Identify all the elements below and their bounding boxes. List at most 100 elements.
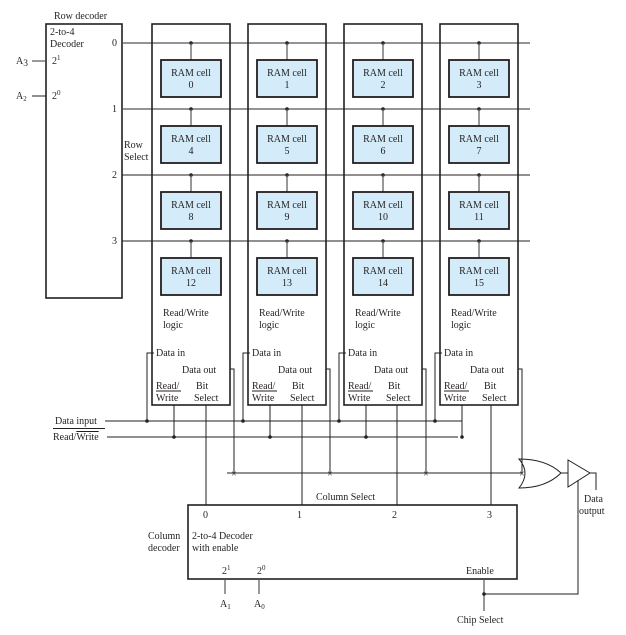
ram-cell-label: RAM cell xyxy=(171,68,211,79)
row-output-1: 1 xyxy=(112,104,117,115)
ram-cell xyxy=(352,191,414,230)
column-output-3: 3 xyxy=(487,510,492,521)
chip-select-junction xyxy=(482,592,486,596)
ram-cell-label: RAM cell xyxy=(171,134,211,145)
rw-logic-title-2: logic xyxy=(451,320,472,331)
data-output-wire xyxy=(590,472,597,490)
rw-logic-title-2: logic xyxy=(163,320,184,331)
ram-cell-index: 1 xyxy=(285,80,290,91)
row-select-label-1: Row xyxy=(124,140,144,151)
ram-cell xyxy=(256,59,318,98)
connection-x-mark: × xyxy=(327,469,333,480)
column-output-2: 2 xyxy=(392,510,397,521)
column-select-label: Column Select xyxy=(316,492,375,503)
read-write-label: Read/Write xyxy=(53,432,99,443)
ram-cell-index: 4 xyxy=(189,146,194,157)
row-select-label-2: Select xyxy=(124,152,149,163)
address-a0-label: A0 xyxy=(254,599,265,611)
ram-cell-index: 10 xyxy=(378,212,388,223)
ram-cell-label: RAM cell xyxy=(363,68,403,79)
rw-logic-title-2: logic xyxy=(355,320,376,331)
data-in-label: Data in xyxy=(156,348,185,359)
column-output-1: 1 xyxy=(297,510,302,521)
column-decoder-caption-1: Column xyxy=(148,531,180,542)
bit-label: Bit xyxy=(292,381,304,392)
ram-cell xyxy=(448,257,510,296)
data-in-wire xyxy=(242,352,250,421)
read-label: Read/ xyxy=(348,381,372,392)
row-decoder-title-2: Decoder xyxy=(50,39,85,50)
ram-cell xyxy=(160,191,222,230)
data-in-wire xyxy=(146,352,154,421)
ram-cell-index: 7 xyxy=(477,146,482,157)
ram-cell xyxy=(256,191,318,230)
data-out-wire xyxy=(422,368,427,473)
ram-cell-label: RAM cell xyxy=(267,134,307,145)
ram-cell-label: RAM cell xyxy=(171,266,211,277)
ram-cell-index: 12 xyxy=(186,278,196,289)
connection-x-mark: × xyxy=(519,469,525,480)
row-decoder-box xyxy=(45,23,123,299)
row-decoder-caption: Row decoder xyxy=(54,11,108,22)
ram-cell xyxy=(256,257,318,296)
or-gate-icon xyxy=(517,458,562,489)
data-in-label: Data in xyxy=(252,348,281,359)
select-label: Select xyxy=(386,393,411,404)
ram-cell-index: 13 xyxy=(282,278,292,289)
rw-logic-title-1: Read/Write xyxy=(355,308,401,319)
chip-select-label: Chip Select xyxy=(457,615,504,626)
rw-logic-title-1: Read/Write xyxy=(259,308,305,319)
row-output-3: 3 xyxy=(112,236,117,247)
column-outline xyxy=(247,23,327,406)
connection-x-mark: × xyxy=(423,469,429,480)
data-out-wire xyxy=(518,368,523,473)
row-decoder: Row decoder 2-to-4 Decoder A3 A2 21 20 0… xyxy=(16,11,149,299)
select-label: Select xyxy=(482,393,507,404)
ram-cell xyxy=(352,59,414,98)
ram-cell-label: RAM cell xyxy=(459,134,499,145)
read-label: Read/ xyxy=(444,381,468,392)
rw-logic-title-2: logic xyxy=(259,320,280,331)
ram-cell-label: RAM cell xyxy=(459,266,499,277)
column-output-0: 0 xyxy=(203,510,208,521)
column-outline xyxy=(343,23,423,406)
ram-cell-index: 6 xyxy=(381,146,386,157)
data-out-label: Data out xyxy=(278,365,312,376)
data-out-wire xyxy=(326,368,331,473)
ram-cell xyxy=(448,191,510,230)
ram-cell xyxy=(448,59,510,98)
data-out-wire xyxy=(230,368,235,473)
row-output-2: 2 xyxy=(112,170,117,181)
ram-cell-index: 2 xyxy=(381,80,386,91)
ram-cell xyxy=(160,59,222,98)
select-label: Select xyxy=(290,393,315,404)
ram-cell-index: 3 xyxy=(477,80,482,91)
rw-junction xyxy=(460,435,464,439)
ram-cell-label: RAM cell xyxy=(267,200,307,211)
ram-cell-label: RAM cell xyxy=(267,68,307,79)
ram-cell-label: RAM cell xyxy=(459,200,499,211)
ram-cell-label: RAM cell xyxy=(171,200,211,211)
control-buses: Data input Read/Write xyxy=(53,416,462,443)
rw-logic-title-1: Read/Write xyxy=(163,308,209,319)
row-decoder-input-low: 20 xyxy=(52,89,61,102)
ram-cell-label: RAM cell xyxy=(363,200,403,211)
column-decoder-title-1: 2-to-4 Decoder xyxy=(192,531,253,542)
data-in-label: Data in xyxy=(348,348,377,359)
write-label: Write xyxy=(444,393,467,404)
write-label: Write xyxy=(156,393,179,404)
column-decoder-title-2: with enable xyxy=(192,543,239,554)
column-decoder-box xyxy=(187,504,518,580)
ram-cell-index: 0 xyxy=(189,80,194,91)
address-a3-label: A3 xyxy=(16,56,28,69)
data-out-label: Data out xyxy=(374,365,408,376)
ram-cell xyxy=(256,125,318,164)
column-outline xyxy=(151,23,231,406)
ram-cell-index: 8 xyxy=(189,212,194,223)
data-in-wire xyxy=(434,352,442,421)
